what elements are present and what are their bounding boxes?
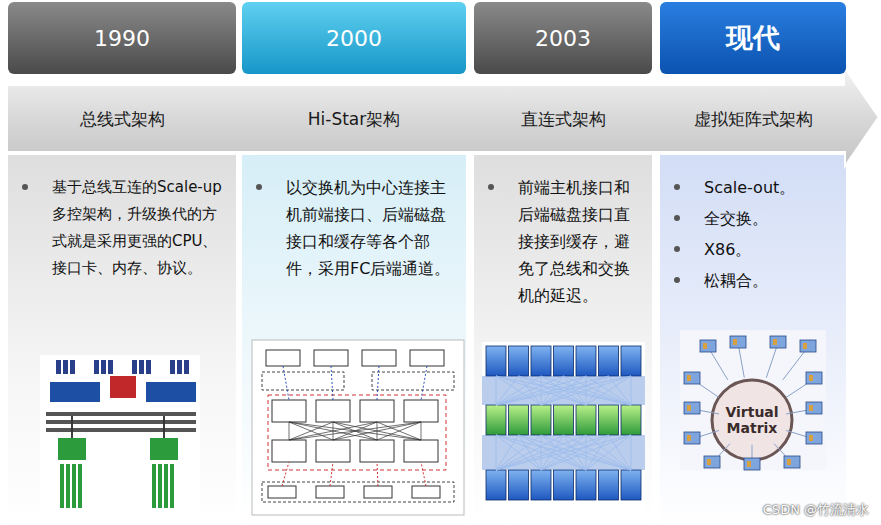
- bullet-text: 全交换。: [704, 205, 836, 232]
- year-tab: 1990: [8, 2, 236, 74]
- bullet-text: X86。: [704, 236, 836, 263]
- architecture-label: Hi-Star架构: [308, 108, 401, 131]
- architecture-name: 虚拟矩阵式架构: [660, 86, 846, 152]
- bullet-text: 以交换机为中心连接主机前端接口、后端磁盘接口和缓存等各个部件，采用FC后端通道。: [286, 174, 456, 282]
- bullet-text: 松耦合。: [704, 267, 836, 294]
- architecture-label: 直连式架构: [521, 108, 606, 131]
- bullet-text: 基于总线互连的Scale-up多控架构，升级换代的方式就是采用更强的CPU、接口…: [52, 174, 226, 282]
- year-tab: 现代: [660, 2, 846, 74]
- architecture-name: Hi-Star架构: [242, 86, 466, 152]
- architecture-label: 虚拟矩阵式架构: [694, 108, 813, 131]
- year-tab: 2000: [242, 2, 466, 74]
- year-label: 1990: [94, 26, 150, 51]
- year-label: 2003: [535, 26, 591, 51]
- description-panel: 基于总线互连的Scale-up多控架构，升级换代的方式就是采用更强的CPU、接口…: [8, 162, 236, 342]
- year-tab: 2003: [474, 2, 652, 74]
- bullet-text: 前端主机接口和后端磁盘接口直接接到缓存，避免了总线和交换机的延迟。: [518, 174, 642, 309]
- bullet-text: Scale-out。: [704, 174, 836, 201]
- year-label: 现代: [726, 20, 780, 56]
- bullet-dot: [674, 184, 680, 190]
- description-panel: Scale-out。全交换。 X86。松耦合。: [660, 162, 846, 322]
- matrix-label: Virtual Matrix: [722, 404, 782, 436]
- architecture-name: 总线式架构: [8, 86, 236, 152]
- bullet-dot: [674, 246, 680, 252]
- bullet-dot: [674, 277, 680, 283]
- architecture-name: 直连式架构: [474, 86, 652, 152]
- watermark: CSDN @竹流清水: [763, 501, 869, 519]
- bullet-dot: [674, 215, 680, 221]
- architecture-label: 总线式架构: [80, 108, 165, 131]
- bullet-dot: [256, 184, 262, 190]
- bullet-dot: [22, 184, 28, 190]
- year-label: 2000: [326, 26, 382, 51]
- description-panel: 以交换机为中心连接主机前端接口、后端磁盘接口和缓存等各个部件，采用FC后端通道。: [242, 162, 466, 332]
- description-panel: 前端主机接口和后端磁盘接口直接接到缓存，避免了总线和交换机的延迟。: [474, 162, 652, 337]
- bullet-dot: [488, 184, 494, 190]
